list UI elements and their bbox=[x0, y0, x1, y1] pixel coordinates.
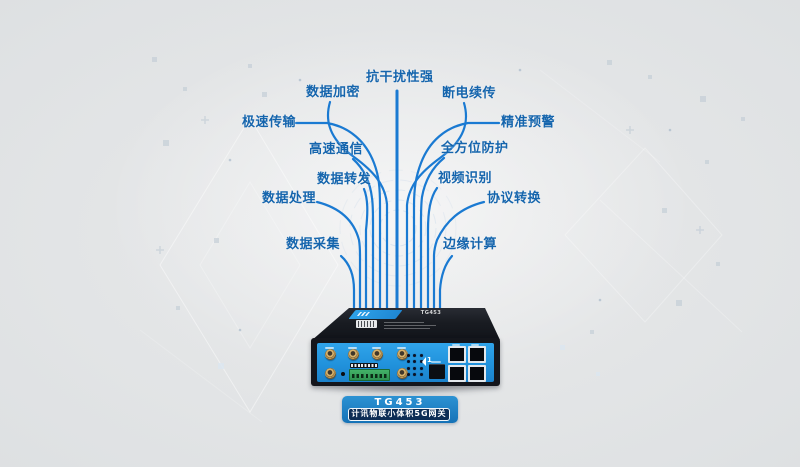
feature-label-edge-computing: 边缘计算 bbox=[443, 237, 498, 252]
connector-high-speed-communication bbox=[351, 157, 375, 311]
antenna-label bbox=[397, 347, 406, 349]
ethernet-ports bbox=[448, 346, 486, 382]
led-dot bbox=[406, 366, 410, 370]
feature-label-high-speed-transfer: 极速传输 bbox=[242, 115, 297, 130]
led-indicators bbox=[405, 352, 425, 378]
spec-text-line bbox=[384, 328, 430, 329]
feature-label-data-collection: 数据采集 bbox=[286, 237, 341, 252]
ethernet-port-3 bbox=[448, 365, 466, 382]
led-dot bbox=[406, 353, 410, 357]
antenna-connector-3 bbox=[371, 348, 383, 360]
led-dot bbox=[413, 373, 417, 377]
led-dot bbox=[420, 366, 424, 370]
led-dot bbox=[413, 360, 417, 364]
connector-video-recognition bbox=[426, 186, 439, 311]
antenna-connector-1 bbox=[324, 348, 336, 360]
antenna-connector-2 bbox=[347, 348, 359, 360]
connector-protocol-conversion bbox=[432, 200, 486, 311]
led-dot bbox=[420, 373, 424, 377]
feature-label-protocol-conversion: 协议转换 bbox=[487, 191, 542, 206]
antenna-connector-5 bbox=[324, 367, 336, 379]
connector-data-forwarding bbox=[362, 187, 369, 311]
dip-switches bbox=[350, 363, 378, 368]
port-pointer-number: 1 bbox=[427, 356, 432, 364]
background-decorations bbox=[139, 57, 745, 423]
antenna-label bbox=[325, 347, 334, 349]
sim-card-slot bbox=[429, 364, 445, 379]
feature-label-data-forwarding: 数据转发 bbox=[317, 172, 372, 187]
ethernet-port-2 bbox=[468, 346, 486, 363]
model-badge: TG453 计讯物联小体积5G网关 bbox=[342, 396, 458, 423]
barcode-sticker bbox=[356, 320, 377, 328]
antenna-connector-4 bbox=[396, 348, 408, 360]
feature-label-video-recognition: 视频识别 bbox=[438, 171, 493, 186]
feature-label-data-encryption: 数据加密 bbox=[306, 85, 361, 100]
led-dot bbox=[406, 360, 410, 364]
feature-label-power-off-resume: 断电续传 bbox=[442, 86, 497, 101]
sim-slot-label bbox=[431, 361, 441, 363]
device-brand-strip bbox=[348, 310, 403, 319]
lan-port-label bbox=[452, 343, 460, 346]
device-shadow bbox=[303, 383, 507, 395]
connector-data-encryption bbox=[326, 100, 389, 311]
antenna-label bbox=[348, 347, 357, 349]
led-dot bbox=[406, 373, 410, 377]
feature-label-high-speed-communication: 高速通信 bbox=[309, 142, 364, 157]
led-dot bbox=[413, 366, 417, 370]
ethernet-port-4 bbox=[468, 365, 486, 382]
connector-all-round-protection bbox=[419, 156, 446, 311]
connector-high-speed-transfer bbox=[294, 121, 382, 311]
led-dot bbox=[420, 360, 424, 364]
reset-button bbox=[341, 372, 345, 376]
terminal-block bbox=[349, 369, 390, 381]
led-dot bbox=[413, 353, 417, 357]
model-name: TG453 bbox=[374, 397, 426, 408]
spec-text-line bbox=[384, 322, 424, 323]
connector-data-collection bbox=[339, 254, 356, 311]
led-dot bbox=[420, 353, 424, 357]
brand-logo-icon bbox=[356, 312, 370, 316]
port-pointer-icon bbox=[422, 357, 426, 366]
ethernet-port-1 bbox=[448, 346, 466, 363]
connector-edge-computing bbox=[438, 254, 454, 311]
feature-label-data-processing: 数据处理 bbox=[262, 191, 317, 206]
feature-label-precise-warning: 精准预警 bbox=[501, 115, 556, 130]
connector-precise-warning bbox=[412, 121, 501, 311]
feature-label-anti-interference: 抗干扰性强 bbox=[366, 70, 434, 85]
connector-data-processing bbox=[315, 200, 362, 311]
feature-label-all-round-protection: 全方位防护 bbox=[441, 141, 509, 156]
spec-text-line bbox=[384, 325, 436, 326]
lan-port-label bbox=[471, 343, 479, 346]
device-top-model-text: TG453 bbox=[420, 309, 442, 316]
antenna-label bbox=[372, 347, 381, 349]
device-caption: 计讯物联小体积5G网关 bbox=[348, 408, 450, 421]
antenna-connector-6 bbox=[396, 367, 408, 379]
